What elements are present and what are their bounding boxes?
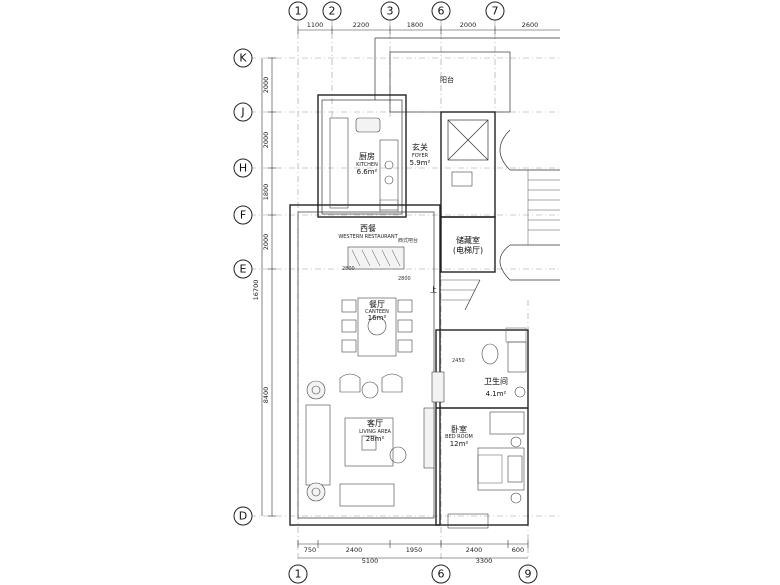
dim-top: 2200 bbox=[353, 21, 370, 29]
axis-label-left: D bbox=[239, 510, 247, 523]
lamp-icon bbox=[306, 482, 326, 502]
dim-left: 2000 bbox=[262, 132, 270, 149]
axis-label-top: 2 bbox=[329, 5, 336, 18]
axis-label-left: F bbox=[240, 209, 246, 222]
dim-bottom: 750 bbox=[304, 546, 316, 554]
basin-icon bbox=[514, 386, 526, 398]
dim-top: 2000 bbox=[460, 21, 477, 29]
room-bedroom-cn: 卧室 bbox=[451, 424, 467, 434]
axis-label-top: 1 bbox=[295, 5, 302, 18]
dim-top: 1800 bbox=[407, 21, 424, 29]
axis-label-top: 6 bbox=[438, 5, 445, 18]
stove-burner-icon bbox=[384, 160, 394, 170]
axis-bubbles-bottom: 1 6 9 bbox=[288, 564, 538, 584]
dim-top: 1100 bbox=[307, 21, 324, 29]
axis-label-left: H bbox=[239, 162, 247, 175]
room-kitchen-area: 6.6m² bbox=[357, 168, 378, 176]
elevator-icon bbox=[447, 119, 489, 187]
stair-up-label: 上 bbox=[430, 285, 437, 294]
room-foyer-area: 5.9m² bbox=[410, 159, 431, 167]
room-bedroom-en: BED ROOM bbox=[445, 434, 473, 440]
room-western-cn: 西餐 bbox=[360, 224, 376, 233]
living-furniture bbox=[305, 371, 445, 507]
axis-label-left: J bbox=[240, 106, 244, 119]
room-kitchen-cn: 厨房 bbox=[359, 151, 375, 161]
walls bbox=[289, 37, 560, 526]
room-western-en: WESTERN RESTAURANT bbox=[338, 234, 398, 240]
room-foyer-cn: 玄关 bbox=[412, 142, 428, 152]
grid-lines bbox=[250, 20, 560, 560]
room-foyer-en: FOYER bbox=[412, 153, 429, 159]
dim-left-lower: 8400 bbox=[262, 387, 270, 404]
dim-bottom-total: 5100 bbox=[362, 557, 379, 565]
axis-label-bottom: 9 bbox=[525, 568, 532, 581]
room-living-en: LIVING AREA bbox=[359, 429, 391, 435]
axis-label-bottom: 1 bbox=[295, 568, 302, 581]
axis-label-top: 7 bbox=[492, 5, 499, 18]
axis-label-left: K bbox=[239, 52, 247, 65]
kitchen-fixtures bbox=[329, 117, 399, 213]
dim-left: 2000 bbox=[262, 77, 270, 94]
lamp-icon bbox=[306, 380, 326, 400]
sink-icon bbox=[355, 117, 381, 133]
axis-bubbles-top: 1 2 3 6 7 bbox=[288, 1, 505, 21]
dim-top: 2600 bbox=[522, 21, 539, 29]
dim-left: 2000 bbox=[262, 234, 270, 251]
room-storage-sub: (电梯厅) bbox=[453, 245, 483, 255]
stove-burner-icon bbox=[384, 175, 394, 185]
axis-label-top: 3 bbox=[387, 5, 394, 18]
dim-bottom: 1950 bbox=[406, 546, 423, 554]
bathroom-fixtures bbox=[481, 327, 527, 398]
room-canteen-en: CANTEEN bbox=[365, 309, 389, 315]
dining-table bbox=[341, 297, 413, 357]
dim-left-total: 16700 bbox=[252, 280, 260, 301]
dim-note: 2800 bbox=[398, 276, 411, 282]
bed bbox=[477, 447, 525, 491]
top-dimensions: 1100 2200 1800 2000 2600 bbox=[297, 21, 560, 34]
dim-bottom: 2400 bbox=[346, 546, 363, 554]
room-kitchen-en: KITCHEN bbox=[356, 162, 378, 168]
dim-bottom: 600 bbox=[512, 546, 524, 554]
bedroom-furniture bbox=[447, 411, 525, 529]
dim-note: 2800 bbox=[342, 266, 355, 272]
dim-bottom: 2400 bbox=[466, 546, 483, 554]
staircase bbox=[499, 129, 560, 281]
tv-cabinet bbox=[423, 407, 435, 469]
bar-note: 西式吧台 bbox=[398, 237, 418, 244]
room-living-area: 28m² bbox=[366, 435, 385, 443]
axis-label-left: E bbox=[240, 263, 247, 276]
room-bathroom-area: 4.1m² bbox=[486, 390, 507, 398]
room-bedroom-area: 12m² bbox=[450, 440, 469, 448]
room-bathroom-cn: 卫生间 bbox=[484, 376, 508, 386]
room-living-cn: 客厅 bbox=[367, 418, 383, 428]
bar-counter bbox=[347, 246, 405, 270]
room-canteen-area: 16m² bbox=[368, 314, 387, 322]
bottom-dimensions: 750 2400 1950 2400 600 5100 3300 bbox=[297, 540, 529, 565]
left-dimensions: 2000 2000 1800 2000 16700 8400 bbox=[252, 57, 276, 517]
room-labels: 阳台 厨房 KITCHEN 6.6m² 玄关 FOYER 5.9m² 西餐 WE… bbox=[338, 75, 508, 448]
room-canteen-cn: 餐厅 bbox=[369, 300, 385, 309]
inner-stair bbox=[440, 279, 481, 311]
room-balcony-label: 阳台 bbox=[440, 75, 454, 84]
dim-left: 1800 bbox=[262, 184, 270, 201]
dim-bottom-total: 3300 bbox=[476, 557, 493, 565]
dim-note: 2450 bbox=[452, 358, 465, 364]
room-storage-cn: 储藏室 bbox=[456, 235, 480, 245]
axis-label-bottom: 6 bbox=[438, 568, 445, 581]
toilet-icon bbox=[481, 343, 499, 365]
wardrobe bbox=[489, 411, 525, 435]
axis-bubbles-left: K J H F E D bbox=[233, 48, 253, 526]
